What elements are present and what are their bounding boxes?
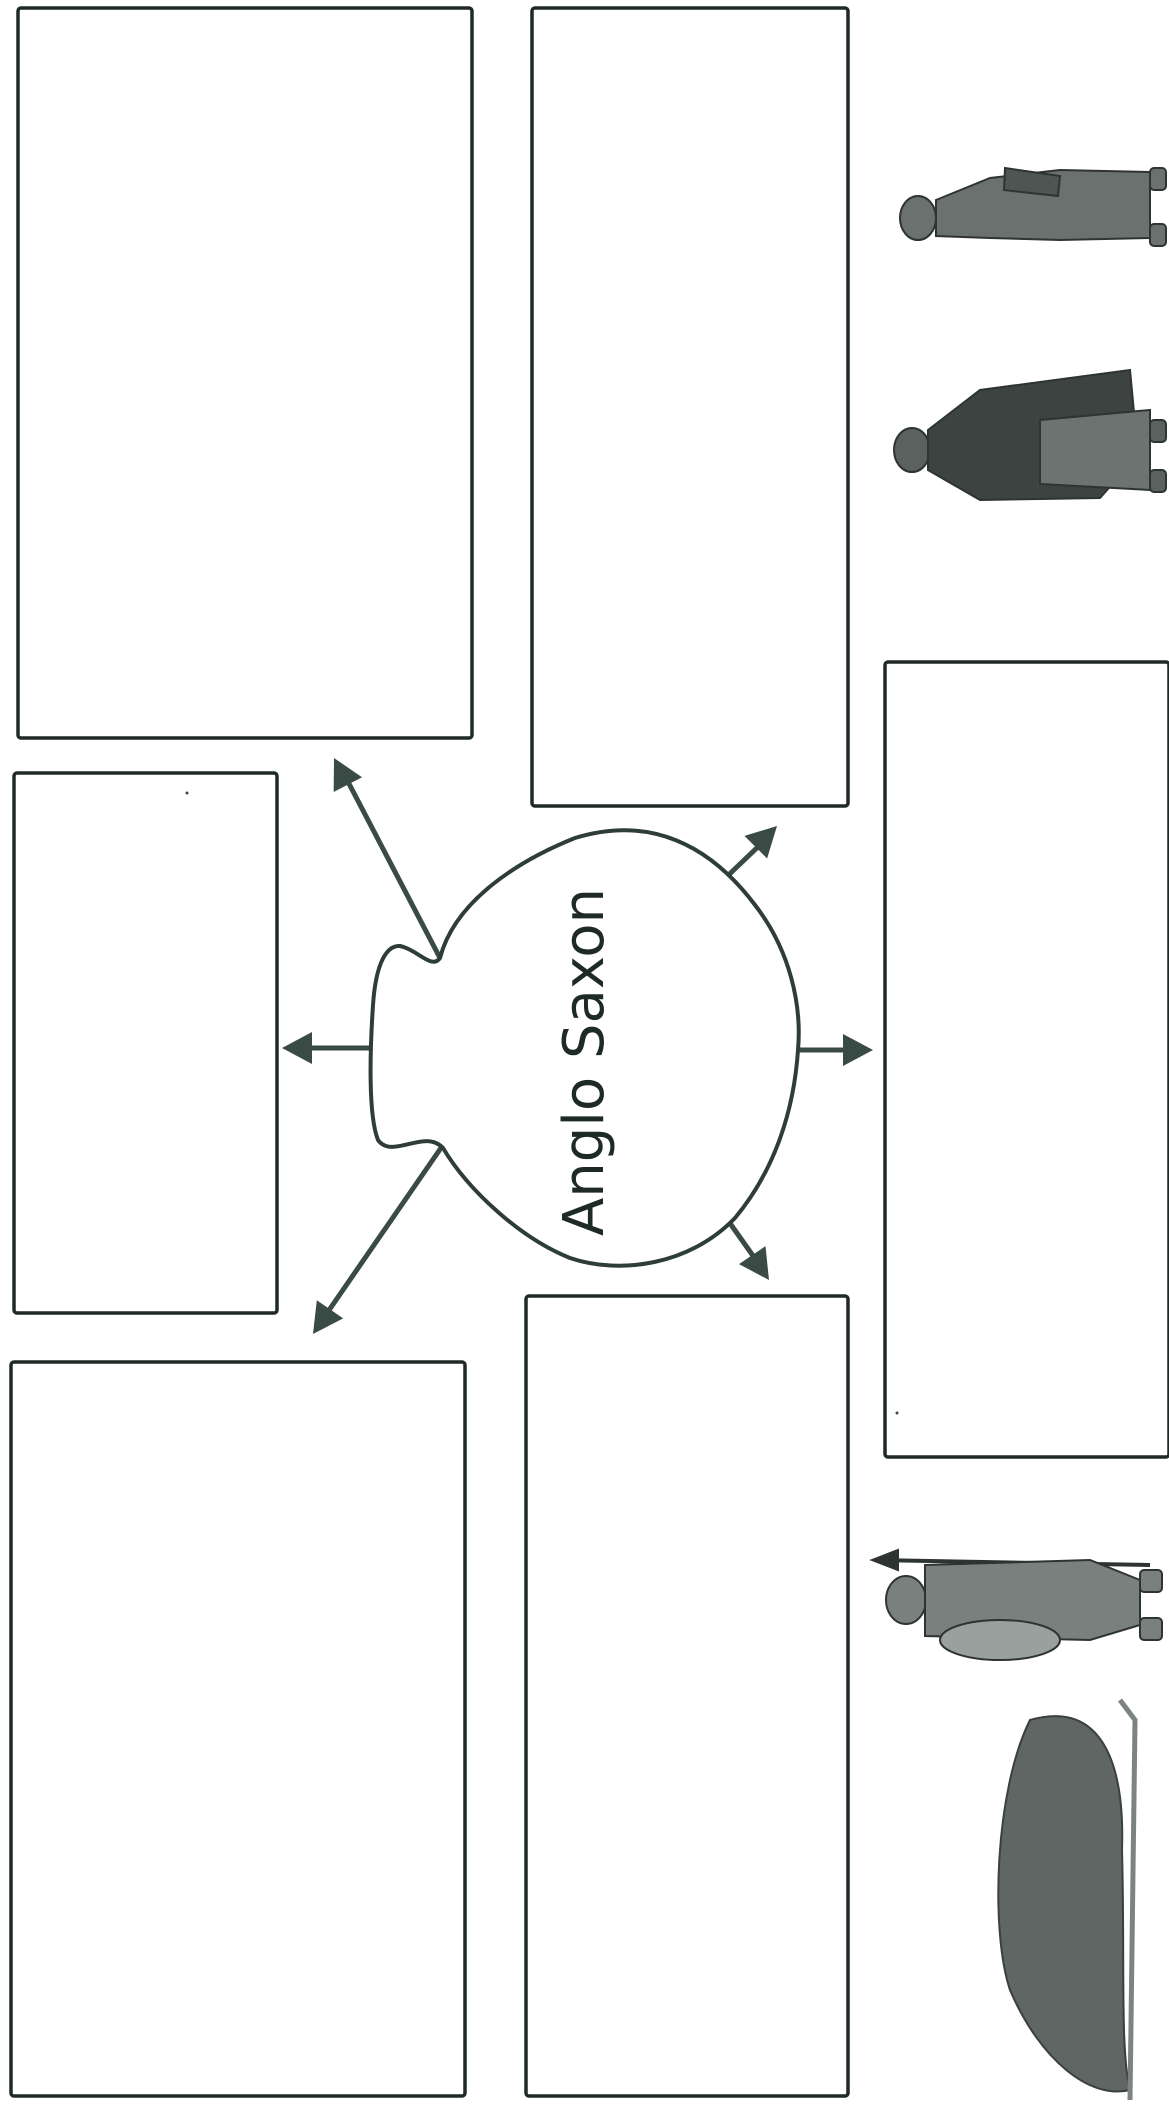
answer-box-bottom-center[interactable] — [524, 1294, 850, 2098]
pot-outline — [368, 828, 801, 1268]
answer-box-mid-left[interactable] — [12, 771, 279, 1315]
arrow-left — [282, 1032, 379, 1064]
burial-mound-icon — [997, 1698, 1138, 2101]
answer-box-top-center[interactable] — [530, 6, 850, 808]
answer-box-bottom-left[interactable] — [9, 1360, 467, 2098]
anglo-saxon-man-icon — [893, 368, 1167, 502]
stray-dot — [895, 1411, 899, 1415]
stray-dot — [185, 791, 189, 795]
diagram-title: Anglo Saxon — [552, 888, 617, 1236]
anglo-saxon-warrior-icon — [869, 1548, 1163, 1661]
anglo-saxon-woman-icon — [899, 166, 1167, 247]
answer-box-top-left[interactable] — [16, 6, 474, 740]
answer-box-right[interactable] — [883, 660, 1169, 1459]
arrow-bottom-left — [299, 1142, 446, 1344]
arrow-top-left — [319, 750, 443, 961]
arrow-right — [795, 1034, 873, 1066]
